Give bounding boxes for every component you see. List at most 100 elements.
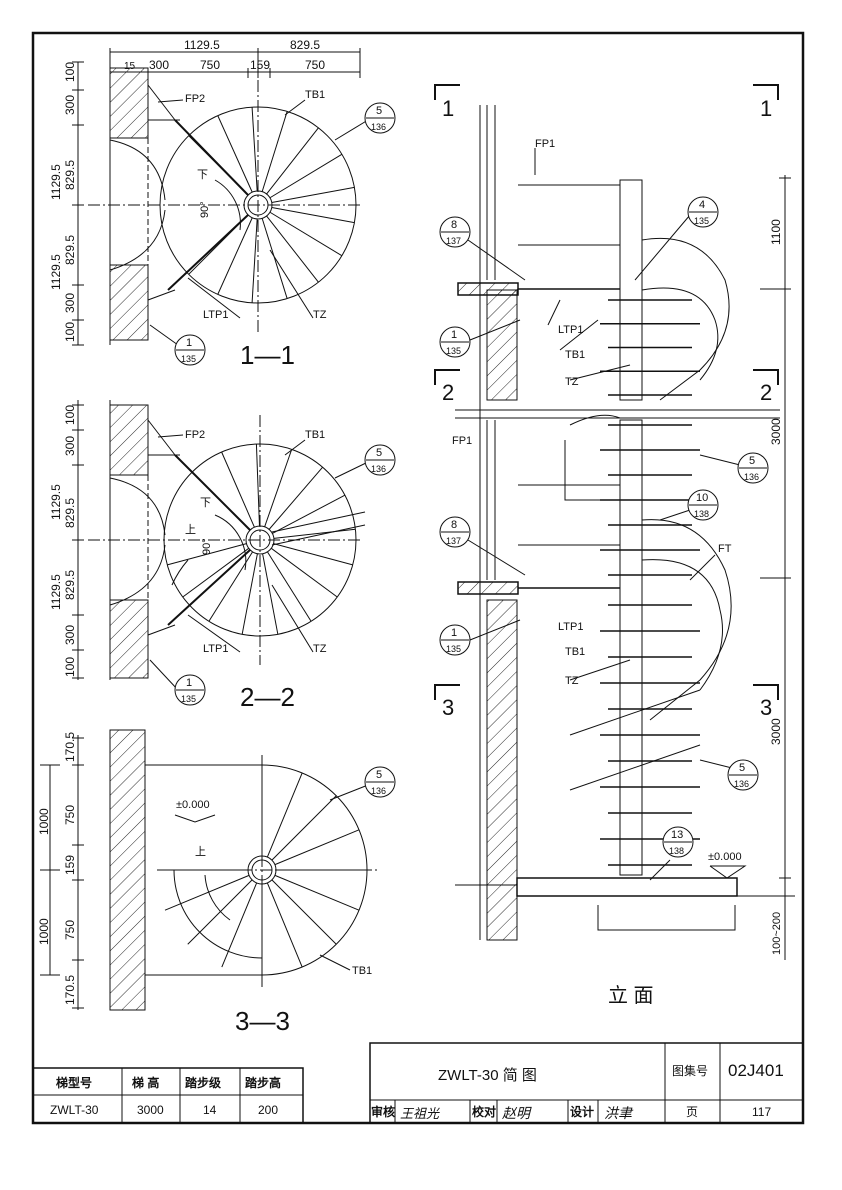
ref-num: 8 bbox=[451, 219, 457, 231]
ref-den: 135 bbox=[181, 354, 196, 364]
ref-num: 1 bbox=[186, 337, 192, 349]
stair-tread bbox=[221, 882, 258, 968]
spec-header-height: 梯 高 bbox=[132, 1075, 159, 1090]
plan-3-3 bbox=[40, 729, 380, 1011]
title-block-design-label: 设计 bbox=[570, 1104, 594, 1119]
plan3-left-dim: 1000 bbox=[37, 918, 51, 945]
stair-tread bbox=[167, 543, 247, 566]
plan1-left-dim: 300 bbox=[63, 293, 77, 313]
plan1-left-dim: 1129.5 bbox=[49, 164, 63, 200]
plan2-left-dim: 100 bbox=[63, 405, 77, 425]
elev-ref-8-137-a: 8 137 bbox=[439, 216, 471, 248]
stair-tread bbox=[217, 217, 253, 295]
stair-tread bbox=[269, 153, 343, 199]
elev-ref-4-135: 4 135 bbox=[687, 196, 719, 228]
plan1-title: 1—1 bbox=[240, 340, 295, 370]
elev-cut-3-left: 3 bbox=[442, 695, 454, 720]
plan3-left-dim: 750 bbox=[63, 805, 77, 825]
elev-cut-2-right: 2 bbox=[760, 380, 772, 405]
plan1-left-dim: 829.5 bbox=[63, 235, 77, 265]
elev-right-dim: 100~200 bbox=[771, 912, 783, 955]
plan1-sub-dim-2: 300 bbox=[149, 58, 169, 72]
ref-den: 138 bbox=[669, 846, 684, 856]
elev-label-elev: ±0.000 bbox=[708, 851, 742, 863]
stair-tread bbox=[261, 111, 288, 192]
plan2-label-tb1: TB1 bbox=[305, 429, 325, 441]
ref-den: 136 bbox=[371, 464, 386, 474]
stair-tread bbox=[262, 553, 279, 635]
signature-design: 洪聿 bbox=[604, 1105, 634, 1121]
stair-tread bbox=[270, 547, 338, 598]
spec-cell-height: 3000 bbox=[137, 1103, 164, 1117]
plan2-label-tz: TZ bbox=[313, 643, 327, 655]
elev-cut-1-left: 1 bbox=[442, 96, 454, 121]
plan3-label-up: 上 bbox=[195, 845, 206, 858]
plan2-left-dim: 1129.5 bbox=[49, 484, 63, 520]
stair-tread bbox=[267, 551, 312, 622]
plan1-label-ltp1: LTP1 bbox=[203, 309, 228, 321]
ref-num: 5 bbox=[376, 105, 382, 117]
plan1-label-angle: 90° bbox=[199, 201, 211, 218]
plan3-left-dim: 750 bbox=[63, 920, 77, 940]
plan1-left-dim: 1129.5 bbox=[49, 254, 63, 290]
plan3-label-elev: ±0.000 bbox=[176, 799, 210, 811]
ref-den: 135 bbox=[446, 346, 461, 356]
plan2-left-dim: 829.5 bbox=[63, 570, 77, 600]
plan3-ref-5-136: 5 136 bbox=[364, 766, 396, 798]
elev-right-dims: 1100 3000 3000 100~200 bbox=[769, 219, 783, 955]
title-block-page-label: 页 bbox=[686, 1105, 698, 1119]
stair-tread bbox=[182, 547, 250, 598]
stair-tread bbox=[271, 186, 355, 203]
ref-num: 1 bbox=[186, 677, 192, 689]
plan2-label-fp2: FP2 bbox=[185, 429, 205, 441]
spec-cell-rise: 200 bbox=[258, 1103, 278, 1117]
elev-label-tz-b: TZ bbox=[565, 675, 579, 687]
elev-label-ft: FT bbox=[718, 543, 732, 555]
plan2-label-down: 下 bbox=[200, 497, 211, 509]
elev-level-mark bbox=[709, 865, 747, 879]
stair-tread bbox=[269, 211, 343, 257]
ref-num: 8 bbox=[451, 519, 457, 531]
stair-tread bbox=[266, 882, 303, 968]
elev-ref-1-135-a: 1 135 bbox=[439, 326, 471, 358]
plan2-left-dims: 100 300 1129.5 829.5 829.5 1129.5 300 10… bbox=[49, 405, 77, 677]
elev-label-tb1-a: TB1 bbox=[565, 349, 585, 361]
ref-den: 136 bbox=[744, 472, 759, 482]
stair-tread bbox=[221, 451, 255, 528]
ref-num: 1 bbox=[451, 627, 457, 639]
ref-num: 5 bbox=[739, 762, 745, 774]
plan1-sub-dim-3: 750 bbox=[200, 58, 220, 72]
stair-tread bbox=[268, 466, 323, 530]
elevation-title: 立 面 bbox=[608, 984, 654, 1007]
plan1-left-dims: 100 300 1129.5 829.5 829.5 1129.5 300 10… bbox=[49, 62, 77, 342]
stair-tread bbox=[266, 215, 319, 283]
elevation-steps bbox=[600, 299, 700, 866]
title-block bbox=[369, 655, 804, 1124]
elev-cut-3-right: 3 bbox=[760, 695, 772, 720]
title-block-title: ZWLT-30 简 图 bbox=[438, 1067, 537, 1084]
title-block-atlas-no: 02J401 bbox=[728, 1061, 784, 1080]
stair-tread bbox=[273, 528, 356, 539]
elevation-view bbox=[434, 84, 795, 960]
stair-tread bbox=[261, 218, 288, 299]
stair-tread bbox=[274, 874, 360, 911]
elev-cut-1-right: 1 bbox=[760, 96, 772, 121]
plan3-label-tb1: TB1 bbox=[352, 965, 372, 977]
ref-den: 137 bbox=[446, 536, 461, 546]
elev-ref-13-138: 13 138 bbox=[662, 826, 694, 858]
stair-tread bbox=[251, 107, 258, 192]
stair-tread bbox=[187, 879, 253, 945]
plan1-top-dim-2: 829.5 bbox=[290, 38, 320, 52]
plan1-ref-5-136: 5 136 bbox=[364, 102, 396, 134]
ref-den: 136 bbox=[371, 786, 386, 796]
ref-den: 136 bbox=[734, 779, 749, 789]
elev-label-tb1-b: TB1 bbox=[565, 646, 585, 658]
plan1-sub-dim-4: 159 bbox=[250, 58, 270, 72]
plan2-label-angle: 90° bbox=[201, 538, 213, 555]
elev-ref-10-138: 10 138 bbox=[687, 489, 719, 521]
plan-1-1 bbox=[72, 48, 369, 346]
plan1-left-dim: 100 bbox=[63, 62, 77, 82]
spec-header-steps: 踏步级 bbox=[185, 1075, 221, 1090]
stair-tread bbox=[272, 494, 346, 534]
